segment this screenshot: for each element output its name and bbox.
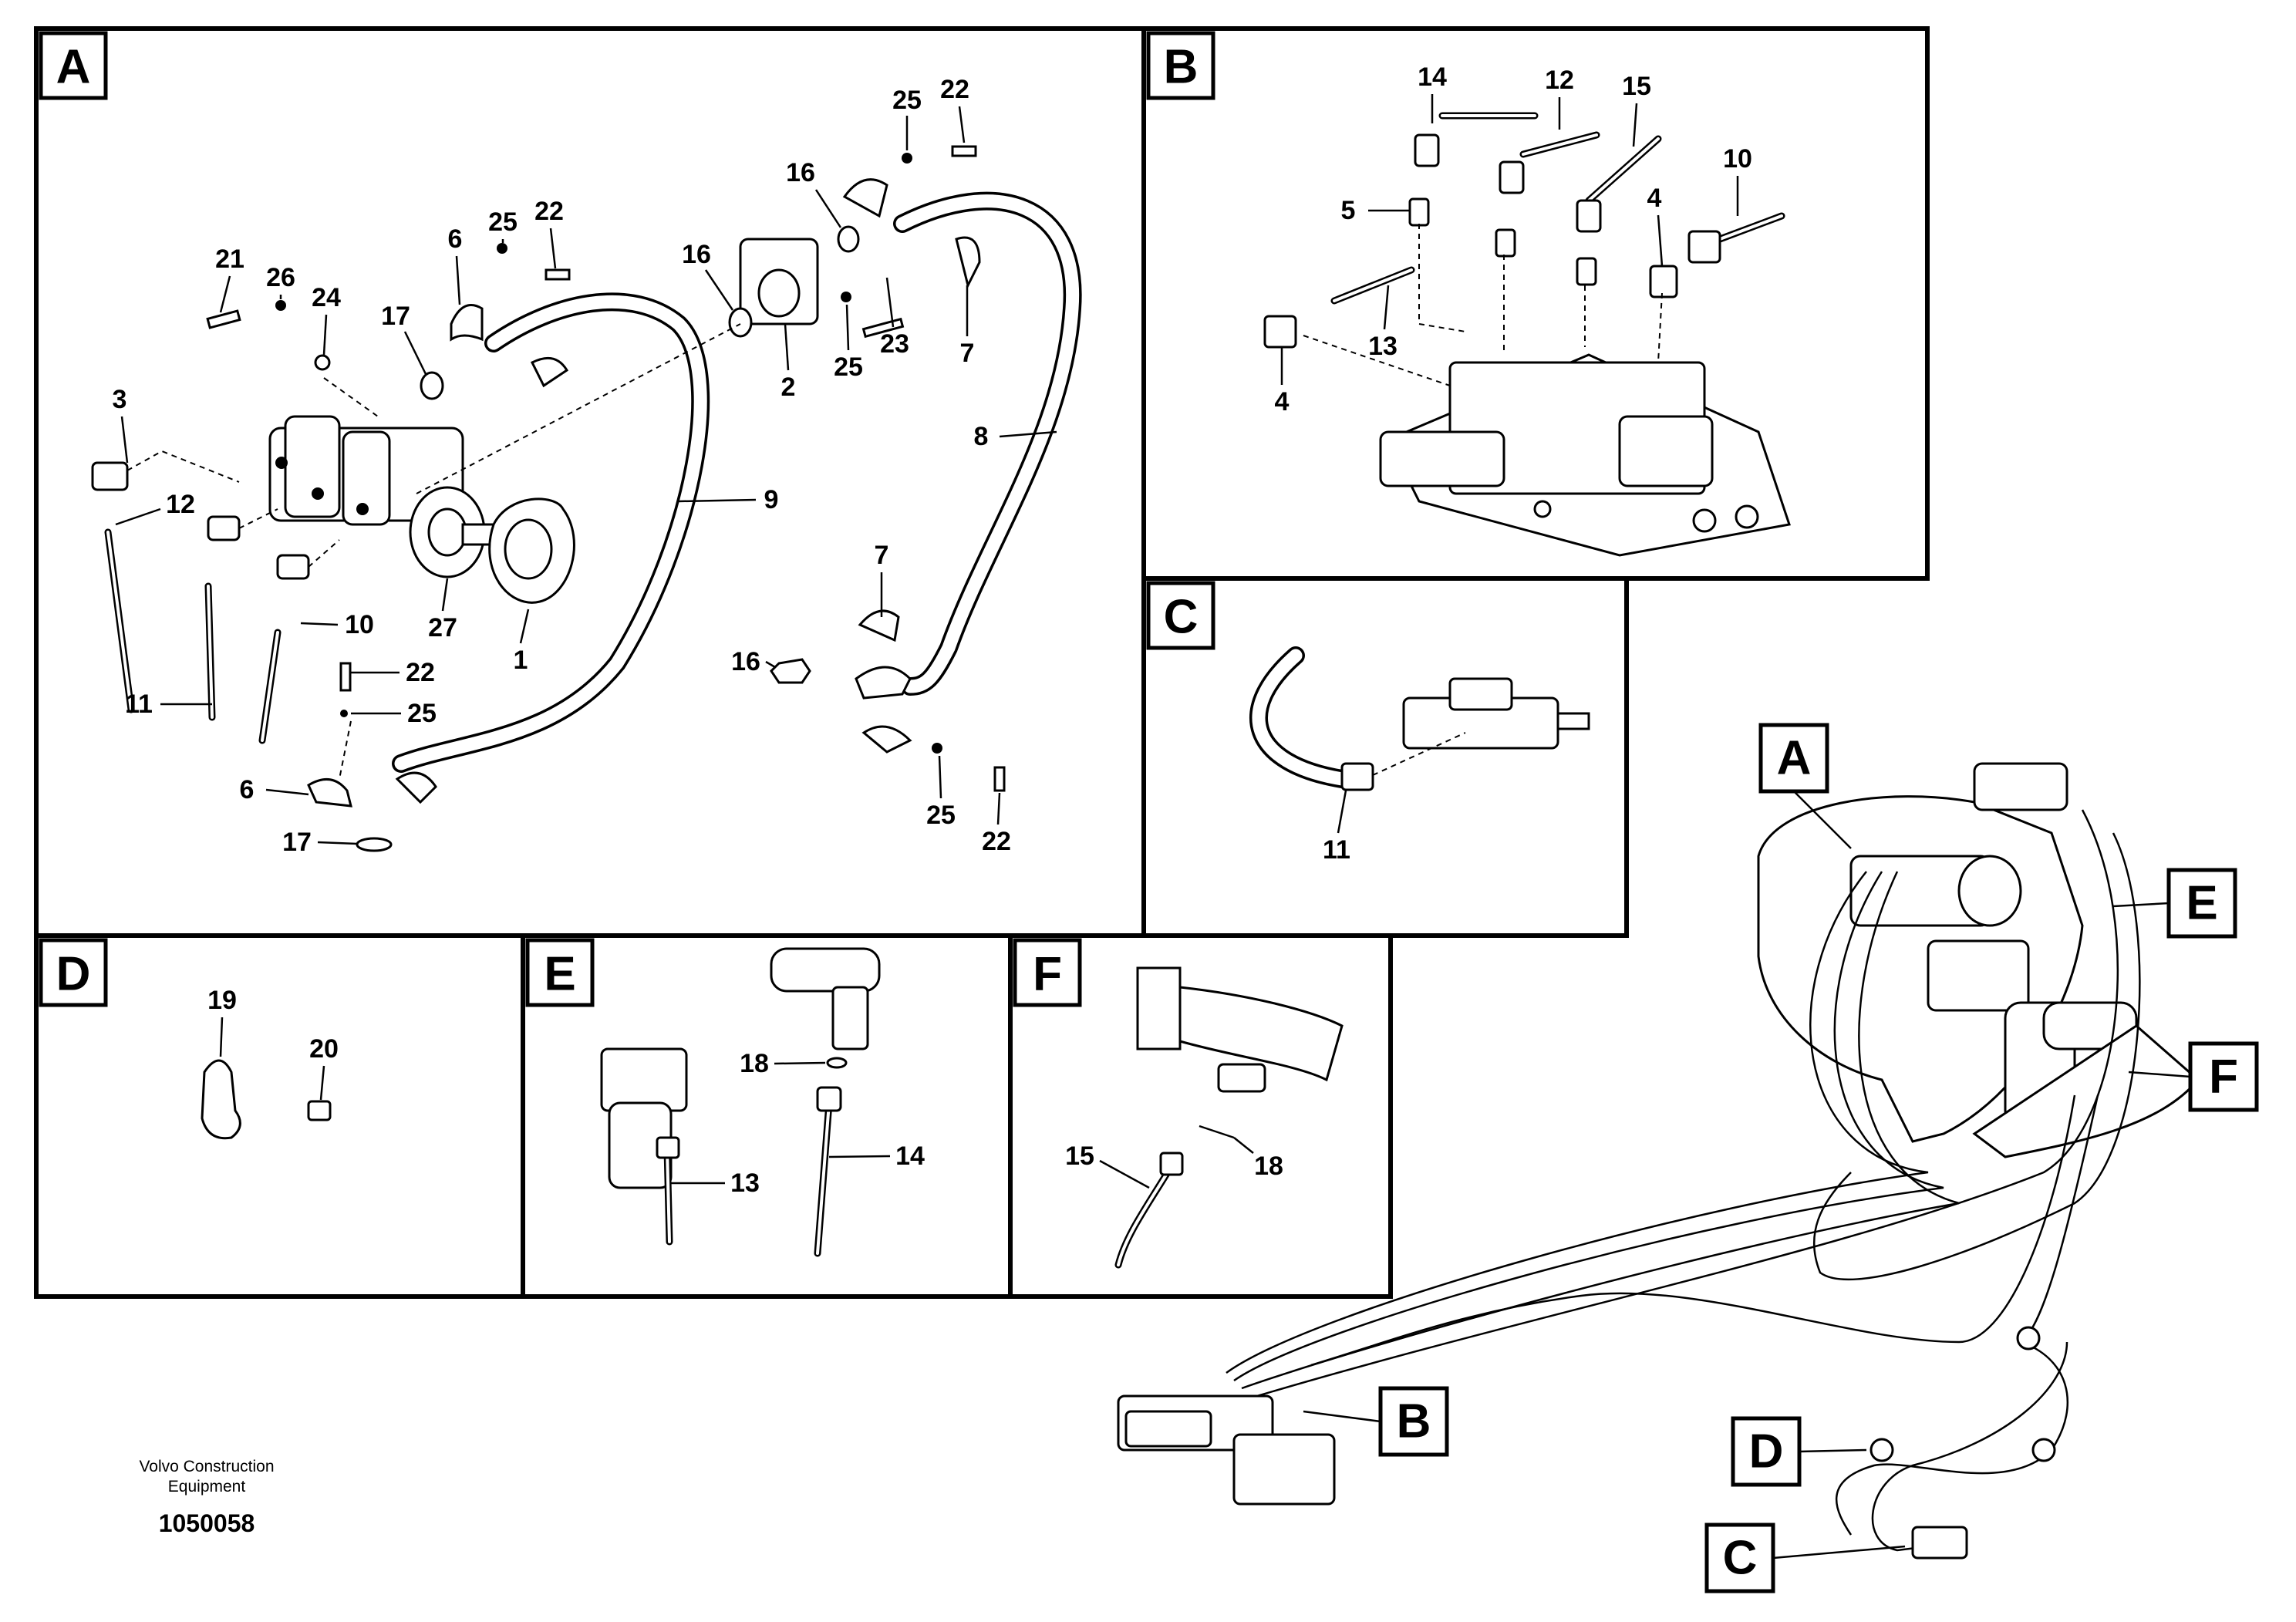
part-number-label: 25 bbox=[488, 207, 518, 237]
part-number-label: 12 bbox=[1545, 66, 1574, 95]
svg-text:D: D bbox=[1749, 1425, 1784, 1479]
part-number-label: 13 bbox=[1368, 332, 1397, 361]
overview-callout-b: B bbox=[1303, 1386, 1449, 1457]
panel-f-labels: 15 18 bbox=[1065, 1137, 1283, 1189]
part-number-label: 16 bbox=[786, 158, 815, 187]
part-number-label: 22 bbox=[982, 827, 1011, 856]
panel-a-labels: 25 22 16 21 26 24 6 25 22 17 16 2 25 23 … bbox=[113, 75, 1057, 857]
overview-callout-d: D bbox=[1731, 1416, 1867, 1487]
part-number-label: 22 bbox=[406, 658, 435, 687]
part-number-label: 14 bbox=[895, 1141, 925, 1171]
overview-callout-f: F bbox=[2128, 1041, 2259, 1112]
panel-e-tag: E bbox=[525, 938, 595, 1007]
part-number-label: 17 bbox=[282, 828, 312, 857]
panel-c-frame bbox=[1141, 576, 1629, 938]
panel-a-tag: A bbox=[39, 31, 108, 100]
panel-c-drawing bbox=[1249, 646, 1590, 791]
panel-d-labels: 19 20 bbox=[207, 986, 339, 1101]
panel-e-frame bbox=[521, 933, 1013, 1299]
part-number-label: 13 bbox=[730, 1168, 760, 1198]
svg-text:A: A bbox=[56, 41, 91, 94]
svg-text:F: F bbox=[1033, 948, 1062, 1001]
part-number-label: 3 bbox=[113, 385, 127, 414]
panel-d-drawing bbox=[201, 1059, 332, 1140]
part-number-label: 26 bbox=[266, 263, 295, 292]
part-number-label: 23 bbox=[880, 329, 909, 359]
svg-text:F: F bbox=[2209, 1050, 2238, 1104]
part-number-label: 4 bbox=[1647, 184, 1662, 213]
part-number-label: 11 bbox=[1323, 835, 1350, 865]
part-number-label: 15 bbox=[1622, 72, 1651, 101]
part-number-label: 7 bbox=[875, 541, 889, 570]
part-number-label: 10 bbox=[1723, 144, 1752, 174]
part-number-label: 2 bbox=[781, 373, 796, 402]
panel-c-tag: C bbox=[1146, 581, 1215, 650]
part-number-label: 19 bbox=[207, 986, 237, 1015]
part-number-label: 9 bbox=[764, 485, 779, 514]
part-number-label: 25 bbox=[834, 352, 863, 382]
part-number-label: 27 bbox=[428, 613, 457, 642]
document-number: 1050058 bbox=[159, 1509, 255, 1537]
panel-e-drawing bbox=[600, 947, 881, 1257]
part-number-label: 4 bbox=[1275, 387, 1290, 416]
part-number-label: 6 bbox=[240, 775, 255, 804]
panel-f-frame bbox=[1008, 933, 1393, 1299]
part-number-label: 14 bbox=[1418, 62, 1447, 92]
part-number-label: 24 bbox=[312, 283, 341, 312]
part-number-label: 20 bbox=[309, 1034, 339, 1064]
part-number-label: 25 bbox=[926, 801, 956, 830]
svg-text:C: C bbox=[1164, 591, 1199, 644]
part-number-label: 25 bbox=[892, 86, 922, 115]
company-name-line1: Volvo Construction bbox=[139, 1458, 274, 1475]
part-number-label: 18 bbox=[740, 1049, 769, 1078]
panel-e-labels: 18 13 14 bbox=[671, 1049, 925, 1198]
panel-f-drawing bbox=[1114, 966, 1344, 1269]
svg-text:D: D bbox=[56, 948, 91, 1001]
part-number-label: 16 bbox=[731, 647, 760, 676]
panel-d-frame bbox=[34, 933, 525, 1299]
part-number-label: 11 bbox=[125, 690, 153, 719]
svg-text:A: A bbox=[1777, 732, 1812, 785]
overview-callout-a: A bbox=[1758, 723, 1852, 849]
part-number-label: 22 bbox=[940, 75, 969, 104]
overview-drawing bbox=[1117, 762, 2200, 1560]
part-number-label: 18 bbox=[1254, 1152, 1283, 1181]
panel-b-tag: B bbox=[1146, 31, 1215, 100]
part-number-label: 25 bbox=[407, 699, 437, 728]
overview-callout-c: C bbox=[1704, 1523, 1906, 1593]
panel-a-frame bbox=[34, 26, 1146, 938]
part-number-label: 7 bbox=[960, 339, 975, 368]
panel-a-drawing bbox=[91, 145, 1082, 852]
panel-b-drawing bbox=[1263, 112, 1791, 557]
svg-text:E: E bbox=[544, 948, 575, 1001]
panel-f-tag: F bbox=[1013, 938, 1082, 1007]
part-number-label: 15 bbox=[1065, 1141, 1094, 1171]
part-number-label: 1 bbox=[514, 646, 528, 675]
part-number-label: 5 bbox=[1341, 196, 1356, 225]
panel-d-tag: D bbox=[39, 938, 108, 1007]
panel-b-labels: 14 12 15 10 5 4 13 4 bbox=[1275, 62, 1752, 416]
company-name-line2: Equipment bbox=[168, 1478, 246, 1496]
part-number-label: 10 bbox=[345, 610, 374, 639]
footer: Volvo Construction Equipment 1050058 bbox=[139, 1458, 274, 1537]
part-number-label: 12 bbox=[166, 490, 195, 519]
part-number-label: 17 bbox=[381, 302, 410, 331]
panel-c-labels: 11 bbox=[1323, 790, 1350, 865]
svg-text:B: B bbox=[1397, 1395, 1431, 1448]
part-number-label: 8 bbox=[974, 422, 989, 451]
svg-text:B: B bbox=[1164, 41, 1199, 94]
part-number-label: 6 bbox=[448, 224, 463, 254]
part-number-label: 22 bbox=[534, 197, 564, 226]
overview-callout-e: E bbox=[2112, 868, 2237, 939]
part-number-label: 21 bbox=[215, 244, 244, 274]
svg-text:E: E bbox=[2186, 877, 2217, 930]
svg-text:C: C bbox=[1723, 1532, 1758, 1585]
part-number-label: 16 bbox=[682, 240, 711, 269]
